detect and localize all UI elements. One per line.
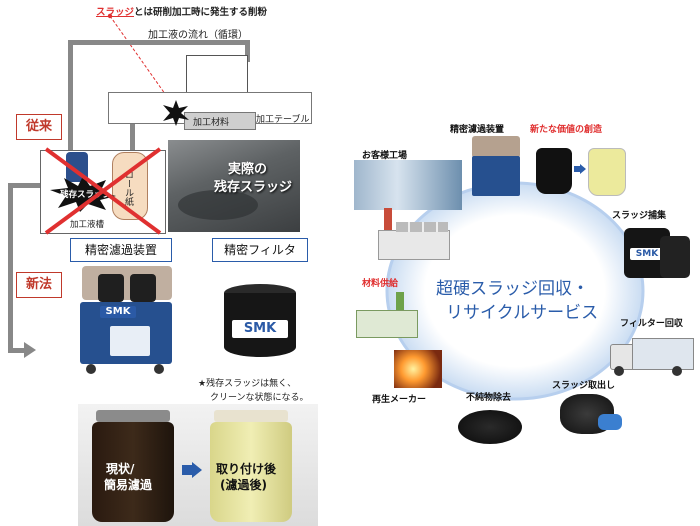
jar-before <box>92 422 174 522</box>
step-sludge-extract: スラッジ取出し <box>552 381 616 391</box>
roll-paper-label: ロール紙 <box>123 170 133 206</box>
jar-before-lid <box>96 410 170 422</box>
flow-pipe-bottom <box>8 348 28 353</box>
step-sludge-capture: スラッジ捕集 <box>612 211 667 221</box>
device-wheel-right <box>154 364 164 374</box>
tank-label: 加工液槽 <box>70 220 105 230</box>
device-panel <box>110 326 150 356</box>
precision-filter-label: 精密フィルタ <box>212 238 308 262</box>
cycle-device-body <box>472 156 520 196</box>
factory-icon <box>378 208 450 260</box>
flow-pipe-top <box>68 40 250 45</box>
clean-note-2: クリーンな状態になる。 <box>210 393 309 403</box>
residual-sludge-label: 残存スラッジ <box>60 190 112 200</box>
supply-factory-icon <box>356 292 418 338</box>
cycle-jar-dirty <box>536 148 572 194</box>
cross-out-mark <box>44 147 162 235</box>
conventional-badge: 従来 <box>16 114 62 140</box>
sludge-photo-caption-1: 実際の <box>228 162 268 177</box>
filtration-device: SMK <box>74 264 178 384</box>
jar-before-label-2: 簡易濾過 <box>104 478 153 492</box>
step-impurity-removal: 不純物除去 <box>466 393 512 403</box>
flow-pipe-outer-down <box>8 183 13 353</box>
truck-icon <box>610 332 694 376</box>
comparison-arrow-icon <box>182 462 202 478</box>
jar-after <box>210 422 292 522</box>
sludge-texture <box>178 190 258 220</box>
flow-pipe-right-down <box>245 40 250 62</box>
flow-arrow-icon <box>24 342 36 358</box>
table-label: 加工テーブル <box>256 115 310 125</box>
step-customer-factory: お客様工場 <box>362 151 408 161</box>
device-wheel-left <box>86 364 96 374</box>
powder-pile <box>458 410 522 444</box>
step-precision-device: 精密濾過装置 <box>450 125 505 135</box>
cycle-device-canopy <box>472 136 520 158</box>
flow-pipe-return <box>8 183 68 188</box>
sludge-definition-note: スラッジとは研削加工時に発生する削粉 <box>96 4 267 18</box>
device-brand-logo: SMK <box>100 306 136 318</box>
step-recycle-maker: 再生メーカー <box>372 395 427 405</box>
device-canister-2 <box>130 274 156 302</box>
new-method-badge: 新法 <box>16 272 62 298</box>
glove-icon <box>598 414 622 430</box>
device-canister-1 <box>98 274 124 302</box>
residual-sludge-photo: 実際の 残存スラッジ <box>168 140 300 232</box>
filter-brand-logo: SMK <box>232 320 288 338</box>
factory-body <box>378 230 450 260</box>
coolant-flow-label: 加工液の流れ（循環） <box>148 30 248 41</box>
factory-roof <box>396 222 448 232</box>
flow-pipe-inner <box>130 118 135 152</box>
filter-cartridge: SMK <box>220 284 300 368</box>
supply-factory-body <box>356 310 418 338</box>
cycle-arrow-icon <box>574 164 586 174</box>
cycle-device-icon <box>470 136 522 202</box>
jar-after-lid <box>214 410 288 422</box>
furnace-photo <box>394 350 442 388</box>
cycle-title-1: 超硬スラッジ回収・ <box>436 279 589 299</box>
jar-after-label-2: (濾過後) <box>220 478 267 492</box>
precision-device-label: 精密濾過装置 <box>70 238 172 262</box>
residual-burst-icon <box>50 176 116 212</box>
jar-before-label-1: 現状/ <box>106 462 135 476</box>
jar-after-label-1: 取り付け後 <box>216 462 277 476</box>
flow-pipe-left-down <box>68 40 73 150</box>
step-filter-collect: フィルター回収 <box>620 319 683 329</box>
device-canopy <box>82 266 172 300</box>
cycle-filter-brand: SMK <box>630 248 664 260</box>
factory-chimney <box>384 208 392 232</box>
truck-bed <box>632 338 694 370</box>
clean-note-1: ★残存スラッジは無く、 <box>198 379 297 389</box>
jar-comparison-photo: 現状/ 簡易濾過 取り付け後 (濾過後) <box>78 404 318 526</box>
cycle-title-2: リサイクルサービス <box>446 303 599 323</box>
workpiece-block <box>184 112 256 130</box>
sludge-definition: とは研削加工時に発生する削粉 <box>134 7 268 18</box>
step-material-supply: 材料供給 <box>362 279 399 289</box>
cycle-filter-icon-2 <box>660 236 690 278</box>
supply-factory-chimney <box>396 292 404 312</box>
sludge-photo-caption-2: 残存スラッジ <box>214 180 293 195</box>
sludge-burst-icon <box>163 100 189 126</box>
truck-wheel-1 <box>614 366 624 376</box>
truck-wheel-2 <box>672 366 682 376</box>
cycle-jar-clean <box>588 148 626 196</box>
workpiece-label: 加工材料 <box>193 118 230 128</box>
sludge-word: スラッジ <box>96 7 135 18</box>
customer-machines-photo <box>354 160 462 210</box>
step-new-value: 新たな価値の創造 <box>530 125 603 135</box>
spindle-housing <box>186 55 248 99</box>
